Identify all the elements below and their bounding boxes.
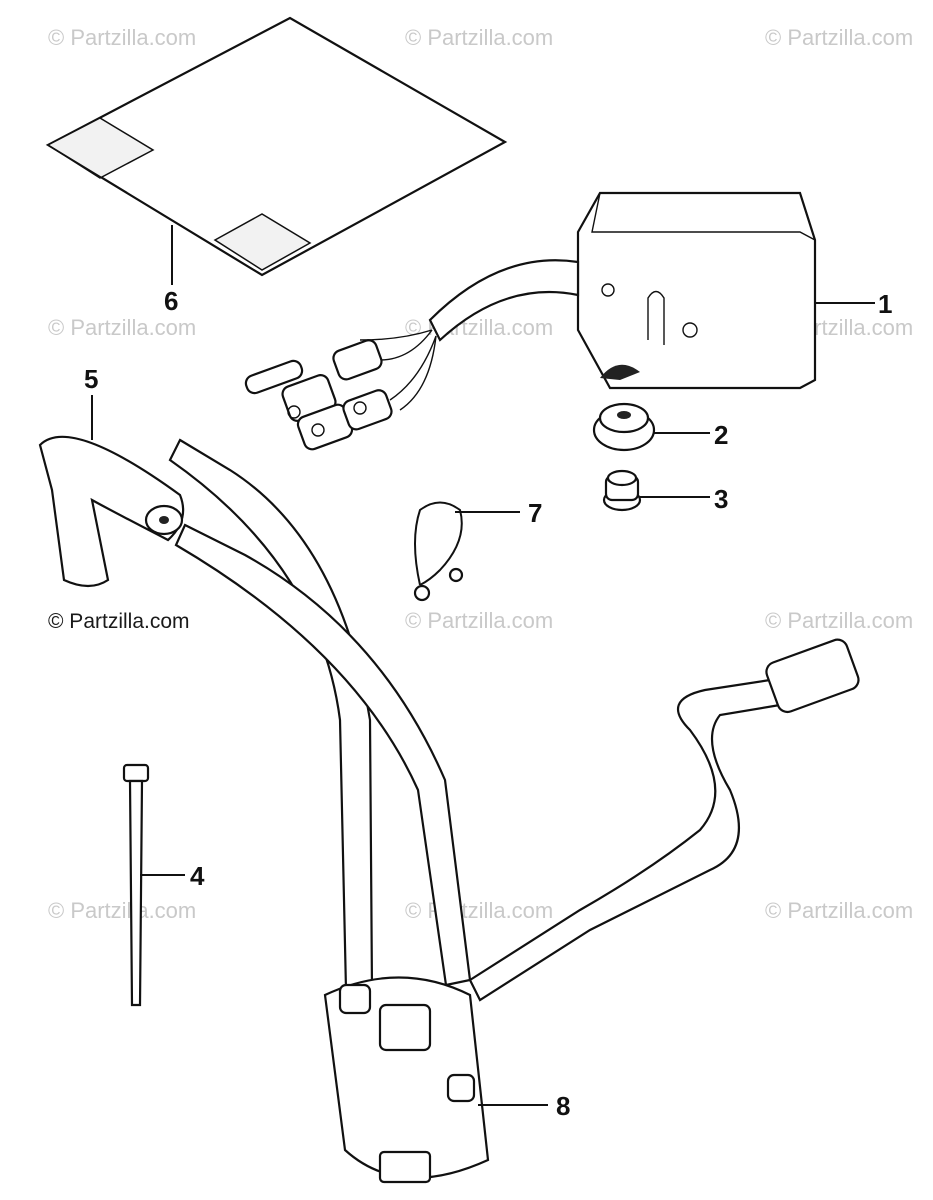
callout-4: 4 [190,861,205,891]
watermark-top-left: © Partzilla.com [48,25,196,50]
watermark-top-center: © Partzilla.com [405,25,553,50]
callout-5: 5 [84,364,98,394]
watermark-lower-left: © Partzilla.com [48,898,196,923]
part-6-instruction-sheet [45,16,508,285]
part-2-grommet [592,402,710,452]
part-4-cable-tie [122,763,185,1007]
part-3-collar [602,469,710,512]
callout-6: 6 [164,286,178,316]
part-1-cdi-unit [244,191,875,451]
watermark-lower-right: © Partzilla.com [765,898,913,923]
callout-7: 7 [528,498,542,528]
callout-3: 3 [714,484,728,514]
callout-8: 8 [556,1091,570,1121]
callout-layer: 1 2 3 4 5 6 7 8 [84,286,892,1121]
watermark-upper-left: © Partzilla.com [48,315,196,340]
part-8-ignition-coil [168,438,860,1184]
watermark-top-right: © Partzilla.com [765,25,913,50]
callout-1: 1 [878,289,892,319]
watermark-middle-left: © Partzilla.com [48,610,190,633]
callout-2: 2 [714,420,728,450]
part-7-wire-clamp [413,501,520,602]
part-5-spark-plug-cap [38,395,185,588]
watermark-middle-center: © Partzilla.com [405,608,553,633]
watermark-lower-center: © Partzilla.com [405,898,553,923]
watermark-middle-right: © Partzilla.com [765,608,913,633]
watermark-layer: © Partzilla.com © Partzilla.com © Partzi… [48,25,913,923]
